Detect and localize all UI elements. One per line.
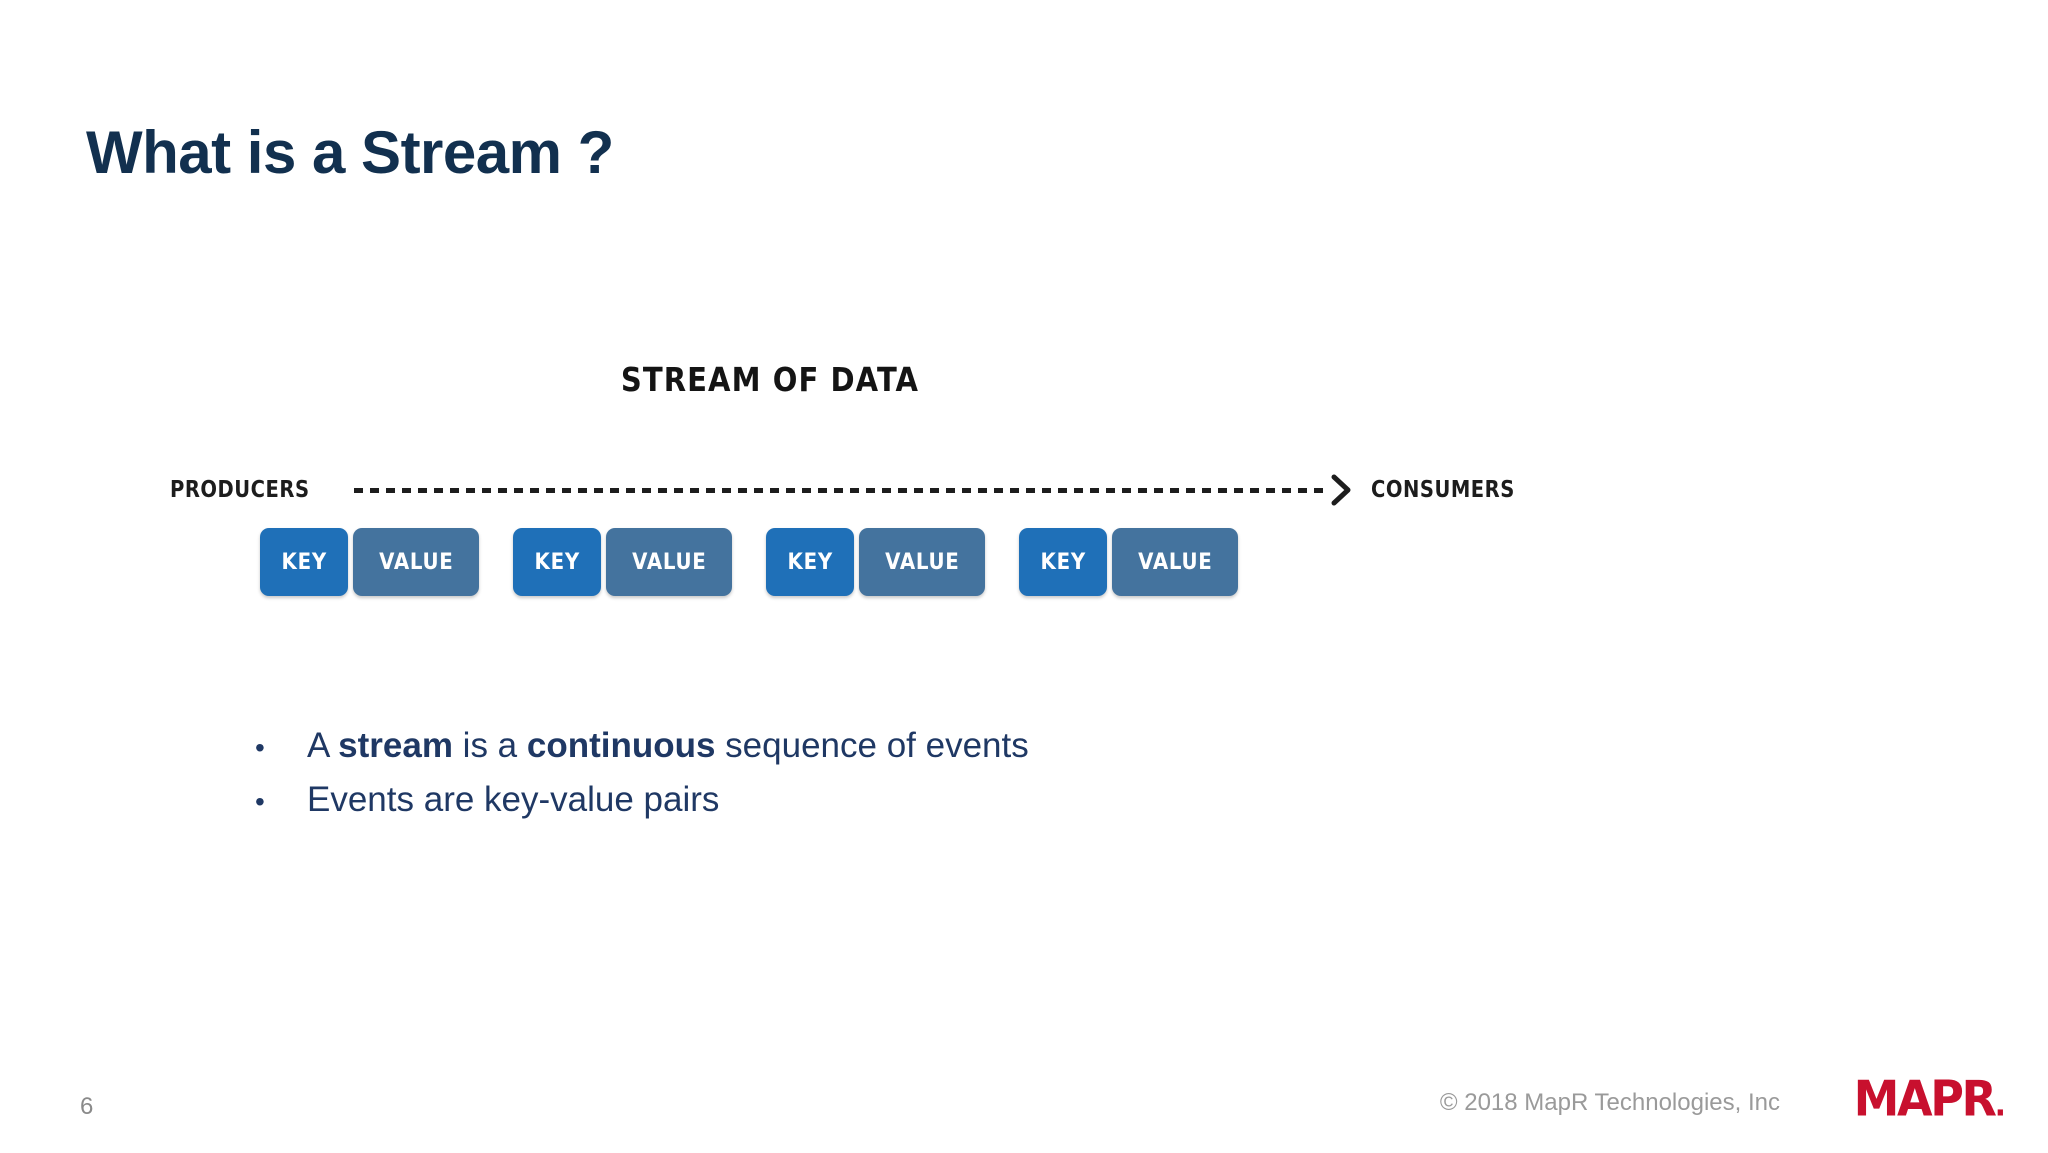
consumers-label: CONSUMERS xyxy=(1370,477,1515,503)
diagram-heading: STREAM OF DATA xyxy=(620,360,920,399)
bullet-text: A stream is a continuous sequence of eve… xyxy=(307,726,1029,765)
value-box-label: VALUE xyxy=(631,549,707,575)
list-item: • A stream is a continuous sequence of e… xyxy=(255,722,1455,769)
mapr-logo-text: MAPR xyxy=(1853,1069,1997,1127)
page-title: What is a Stream ? xyxy=(86,119,614,186)
key-box: KEY xyxy=(513,528,601,596)
key-box: KEY xyxy=(260,528,348,596)
key-box-label: KEY xyxy=(534,549,580,575)
bullet-text: Events are key-value pairs xyxy=(307,780,720,820)
bullet-list: • A stream is a continuous sequence of e… xyxy=(255,722,1455,831)
value-box-label: VALUE xyxy=(1137,549,1213,575)
key-box: KEY xyxy=(1019,528,1107,596)
key-box-label: KEY xyxy=(281,549,327,575)
producers-label: PRODUCERS xyxy=(170,477,310,503)
list-item: • Events are key-value pairs xyxy=(255,776,1455,823)
mapr-logo: MAPR. xyxy=(1854,1070,2006,1127)
key-box-label: KEY xyxy=(787,549,833,575)
value-box-label: VALUE xyxy=(884,549,960,575)
stream-diagram: STREAM OF DATA PRODUCERS CONSUMERS KEY V… xyxy=(170,360,1540,596)
bullet-marker: • xyxy=(255,732,265,763)
key-value-pair: KEY VALUE xyxy=(1019,528,1238,596)
value-box: VALUE xyxy=(353,528,479,596)
arrow-right-icon xyxy=(1329,473,1355,507)
value-box-label: VALUE xyxy=(378,549,454,575)
key-box: KEY xyxy=(766,528,854,596)
key-value-pair: KEY VALUE xyxy=(766,528,985,596)
value-box: VALUE xyxy=(606,528,732,596)
key-value-pair: KEY VALUE xyxy=(260,528,479,596)
key-value-track: KEY VALUE KEY VALUE KEY VALUE xyxy=(260,528,1238,596)
stream-flow-row: PRODUCERS CONSUMERS xyxy=(170,472,1540,508)
value-box: VALUE xyxy=(1112,528,1238,596)
bullet-marker: • xyxy=(255,786,265,818)
page-number: 6 xyxy=(80,1093,94,1120)
copyright-notice: © 2018 MapR Technologies, Inc xyxy=(1439,1089,1780,1116)
key-value-pair: KEY VALUE xyxy=(513,528,732,596)
mapr-logo-dot: . xyxy=(1994,1086,2006,1124)
key-box-label: KEY xyxy=(1040,549,1086,575)
value-box: VALUE xyxy=(859,528,985,596)
dashed-flow-line xyxy=(354,487,1325,493)
